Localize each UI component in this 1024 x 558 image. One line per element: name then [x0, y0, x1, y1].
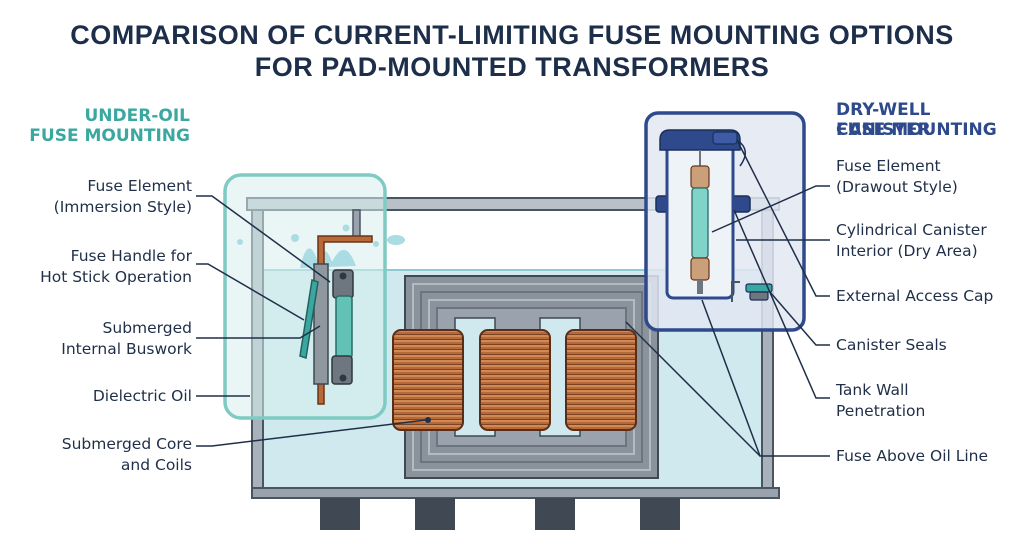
label-fuse-handle: Fuse Handle for Hot Stick Operation: [0, 246, 192, 288]
coil-center: [479, 329, 551, 431]
label-line: Interior (Dry Area): [836, 242, 978, 260]
tank-foot-1: [320, 498, 360, 530]
dry-well-heading-line-2: FUSE MOUNTING: [836, 120, 997, 140]
label-line: Fuse Above Oil Line: [836, 447, 989, 465]
label-tank-wall-penetration: Tank Wall Penetration: [836, 380, 925, 422]
leader-oil-center: [625, 321, 761, 457]
label-line: External Access Cap: [836, 287, 994, 305]
label-line: and Coils: [120, 456, 192, 474]
title-line-1: COMPARISON OF CURRENT-LIMITING FUSE MOUN…: [70, 20, 954, 50]
submerged-buswork: [317, 235, 373, 405]
tank-foot-3: [535, 498, 575, 530]
label-line: Fuse Element: [87, 177, 192, 195]
label-fuse-above-oil-line: Fuse Above Oil Line: [836, 446, 988, 467]
coil-left: [392, 329, 464, 431]
leader-access-cap: [737, 141, 830, 297]
title-line-2: FOR PAD-MOUNTED TRANSFORMERS: [254, 52, 770, 82]
under-oil-heading-line-2: FUSE MOUNTING: [29, 126, 190, 146]
leader-core-coils: [196, 419, 427, 447]
under-oil-fuse-assembly: [313, 263, 354, 385]
drawout-fuse-element: [690, 150, 710, 294]
label-line: Dielectric Oil: [92, 387, 192, 405]
leader-fuse-element-drawout: [711, 185, 830, 233]
under-oil-hanger: [352, 209, 361, 239]
cap-lever: [712, 131, 738, 145]
wall-penetration-bracket: [731, 281, 740, 302]
label-line: Fuse Element: [836, 157, 941, 175]
label-submerged-buswork: Submerged Internal Buswork: [0, 318, 192, 360]
label-canister-interior: Cylindrical Canister Interior (Dry Area): [836, 220, 987, 262]
leader-fuse-handle: [196, 263, 305, 321]
label-line: Internal Buswork: [61, 340, 192, 358]
label-fuse-element-immersion: Fuse Element (Immersion Style): [0, 176, 192, 218]
label-line: (Drawout Style): [836, 178, 958, 196]
tank-foot-2: [415, 498, 455, 530]
label-line: Submerged Core: [61, 435, 192, 453]
under-oil-highlight-box: [223, 173, 387, 420]
tank-foot-4: [640, 498, 680, 530]
hot-stick-handle: [299, 279, 319, 359]
label-line: (Immersion Style): [53, 198, 192, 216]
label-external-access-cap: External Access Cap: [836, 286, 993, 307]
leader-buswork: [196, 325, 321, 339]
under-oil-heading-line-1: UNDER-OIL: [84, 106, 190, 126]
label-fuse-element-drawout: Fuse Element (Drawout Style): [836, 156, 958, 198]
label-line: Fuse Handle for: [70, 247, 192, 265]
label-line: Tank Wall: [836, 381, 909, 399]
cap-lever-arc: [736, 139, 746, 167]
label-core-coils: Submerged Core and Coils: [0, 434, 192, 476]
leader-dot-core: [425, 417, 431, 423]
label-line: Submerged: [102, 319, 192, 337]
label-line: Penetration: [836, 402, 926, 420]
leader-canister-seals: [769, 291, 830, 346]
dry-well-heading-line-1: DRY-WELL CANISTER: [836, 100, 931, 140]
label-line: Hot Stick Operation: [40, 268, 192, 286]
leader-tank-wall: [733, 209, 830, 399]
label-canister-seals: Canister Seals: [836, 335, 947, 356]
label-line: Cylindrical Canister: [836, 221, 987, 239]
canister-seal-2: [749, 291, 769, 301]
oil-splash: [237, 224, 405, 268]
label-line: Canister Seals: [836, 336, 947, 354]
leader-fuse-element-immersion: [196, 195, 331, 283]
tank-base: [251, 487, 780, 499]
coil-right: [565, 329, 637, 431]
label-dielectric-oil: Dielectric Oil: [0, 386, 192, 407]
